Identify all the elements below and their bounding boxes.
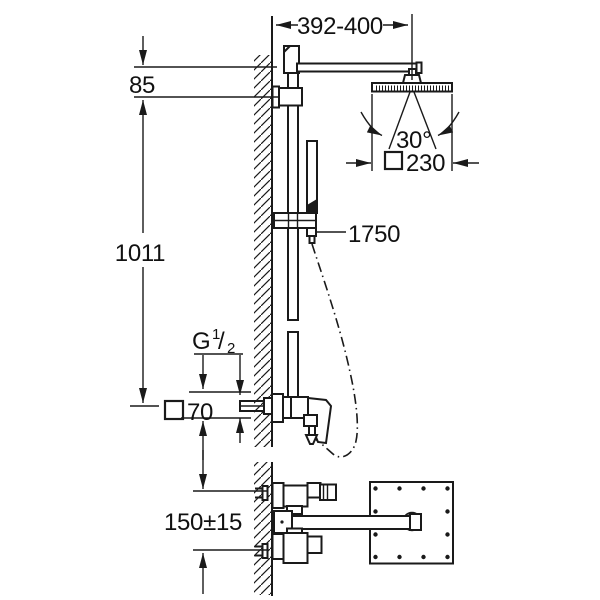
wall-bracket-body [278, 87, 303, 107]
supply-connection-top [255, 482, 337, 515]
supply-connection-bottom [255, 527, 323, 564]
bottom-nipple-cap [261, 543, 269, 559]
dim-rail-height-label: 1011 [115, 240, 165, 267]
shower-arm-end-cap [415, 61, 423, 74]
dimension-connection-spacing: 150±15 [164, 450, 268, 594]
hose-outlet-block [303, 414, 318, 427]
dimension-spray-angle: 30° [360, 111, 460, 154]
square-dim-symbol-icon [383, 150, 404, 171]
top-flange [271, 482, 285, 509]
overhead-shower-nozzle-face [374, 85, 450, 91]
hose-outlet-cone [304, 434, 319, 445]
hand-shower-inlet-nipple [308, 235, 316, 244]
bottom-view [255, 481, 454, 565]
rail-top-elbow [283, 45, 300, 74]
square-dim-symbol-icon [163, 399, 185, 421]
dim-hose-length-label: 1750 [348, 221, 400, 248]
top-elbow [306, 482, 322, 499]
dimension-head-size: 230 [346, 94, 479, 177]
dim-spray-angle-label: 30° [396, 127, 431, 154]
dim-arm-reach-label: 392-400 [297, 13, 383, 40]
supply-nut [263, 397, 273, 415]
shower-rail-upper [287, 72, 299, 321]
bottom-block [282, 532, 309, 564]
thread-g-label: G [192, 328, 210, 355]
shower-arm [296, 62, 421, 73]
overhead-shower [371, 68, 453, 150]
shower-arm-plan-view [291, 515, 421, 530]
bottom-flange [271, 533, 285, 560]
dim-connection-spacing-label: 150±15 [164, 509, 242, 536]
shower-arm-plan-end [409, 513, 422, 531]
hose-outlet-stem [308, 425, 316, 436]
dim-top-offset-label: 85 [129, 72, 155, 99]
escutcheon-center-dot [280, 520, 284, 524]
dimension-arm-reach: 392-400 [276, 13, 413, 80]
thread-slash-label: / [218, 328, 225, 355]
dimension-connection-size: 70 [163, 391, 251, 460]
dimension-top-offset: 85 [129, 36, 279, 99]
dim-connection-size-label: 70 [187, 399, 213, 426]
wall-hatching-lower [254, 462, 272, 595]
top-nipple-cap [261, 485, 269, 501]
nozzle-dots [373, 486, 450, 560]
dimension-hose-length: 1750 [317, 221, 401, 248]
shower-rail-lower [287, 331, 299, 398]
wall-hatching-upper [254, 55, 272, 447]
thread-numerator-label: 1 [212, 326, 220, 343]
mixer-valve [239, 393, 333, 445]
wall-section [254, 16, 273, 596]
spray-cone-line-right [413, 91, 437, 150]
thread-denominator-label: 2 [227, 340, 235, 357]
elbow-chamfer [283, 45, 291, 53]
bottom-right-block [306, 535, 323, 554]
dim-head-size-label: 230 [406, 150, 445, 177]
hand-shower-spray-face [307, 199, 317, 213]
side-view [239, 45, 453, 458]
top-block [282, 484, 309, 508]
dimension-rail-height: 1011 [115, 100, 166, 407]
hand-shower-inlet [306, 227, 317, 237]
spray-cone-line-left [388, 91, 411, 150]
valve-escutcheon [271, 393, 284, 423]
shower-hose [311, 243, 359, 458]
dimension-thread-size: G 1 / 2 [192, 326, 244, 395]
